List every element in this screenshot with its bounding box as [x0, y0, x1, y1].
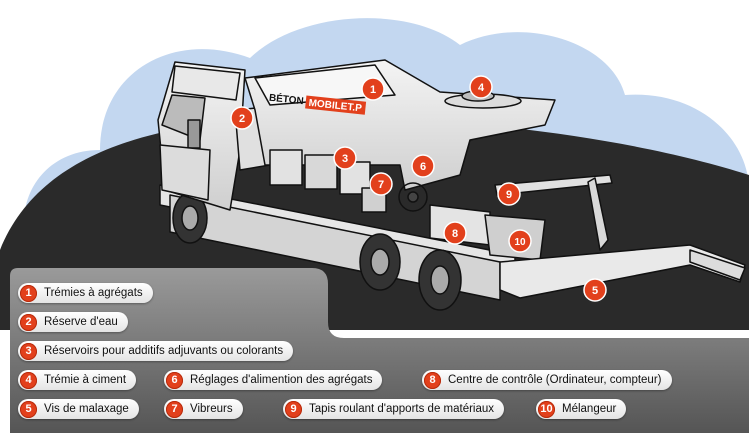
- svg-text:9: 9: [506, 189, 512, 201]
- marker-7: 7: [369, 172, 393, 196]
- svg-text:5: 5: [592, 285, 598, 297]
- legend-label: Mélangeur: [562, 403, 617, 415]
- marker-10: 10: [508, 229, 532, 253]
- legend-label: Vis de malaxage: [44, 403, 129, 415]
- legend: 1 Trémies à agrégats 2 Réserve d'eau 3 R…: [8, 266, 749, 433]
- marker-8: 8: [443, 221, 467, 245]
- legend-panel: [10, 268, 749, 433]
- legend-label: Tapis roulant d'apports de matériaux: [309, 403, 495, 415]
- legend-badge: 3: [20, 342, 37, 360]
- marker-2: 2: [230, 106, 254, 130]
- brand-line1: BÉTON: [268, 91, 304, 108]
- legend-item-3: 3 Réservoirs pour additifs adjuvants ou …: [18, 341, 294, 361]
- legend-badge: 9: [285, 400, 302, 418]
- legend-badge: 6: [166, 371, 183, 389]
- svg-text:1: 1: [370, 84, 376, 96]
- legend-label: Trémies à agrégats: [44, 287, 143, 299]
- svg-text:10: 10: [514, 237, 526, 248]
- legend-badge: 5: [20, 400, 37, 418]
- legend-label: Réservoirs pour additifs adjuvants ou co…: [44, 345, 284, 357]
- legend-item-8: 8 Centre de contrôle (Ordinateur, compte…: [422, 370, 672, 390]
- legend-item-5: 5 Vis de malaxage: [18, 399, 139, 419]
- legend-item-9: 9 Tapis roulant d'apports de matériaux: [283, 399, 505, 419]
- legend-badge: 2: [20, 313, 37, 331]
- marker-9: 9: [497, 182, 521, 206]
- marker-1: 1: [361, 77, 385, 101]
- brand-line2: MOBILE: [308, 98, 348, 113]
- marker-6: 6: [411, 154, 435, 178]
- svg-text:3: 3: [342, 153, 348, 165]
- brand-suffix: T.P: [347, 102, 363, 114]
- legend-label: Trémie à ciment: [44, 374, 127, 386]
- brand-logo: BÉTON MOBILE T.P: [268, 91, 367, 115]
- legend-badge: 4: [20, 371, 37, 389]
- svg-text:2: 2: [239, 113, 245, 125]
- legend-label: Centre de contrôle (Ordinateur, compteur…: [448, 374, 662, 386]
- legend-badge: 1: [20, 284, 37, 302]
- legend-label: Réglages d'alimention des agrégats: [190, 374, 373, 386]
- legend-badge: 10: [538, 400, 555, 418]
- marker-5: 5: [583, 278, 607, 302]
- legend-badge: 7: [166, 400, 183, 418]
- legend-item-4: 4 Trémie à ciment: [18, 370, 137, 390]
- legend-label: Vibreurs: [190, 403, 233, 415]
- legend-item-7: 7 Vibreurs: [164, 399, 243, 419]
- marker-3: 3: [333, 146, 357, 170]
- svg-text:4: 4: [478, 82, 485, 94]
- legend-item-6: 6 Réglages d'alimention des agrégats: [164, 370, 383, 390]
- marker-4: 4: [469, 75, 493, 99]
- svg-text:8: 8: [452, 228, 458, 240]
- svg-text:6: 6: [420, 161, 426, 173]
- legend-badge: 8: [424, 371, 441, 389]
- svg-text:7: 7: [378, 179, 384, 191]
- legend-label: Réserve d'eau: [44, 316, 118, 328]
- legend-item-1: 1 Trémies à agrégats: [18, 283, 153, 303]
- legend-item-10: 10 Mélangeur: [536, 399, 627, 419]
- legend-item-2: 2 Réserve d'eau: [18, 312, 128, 332]
